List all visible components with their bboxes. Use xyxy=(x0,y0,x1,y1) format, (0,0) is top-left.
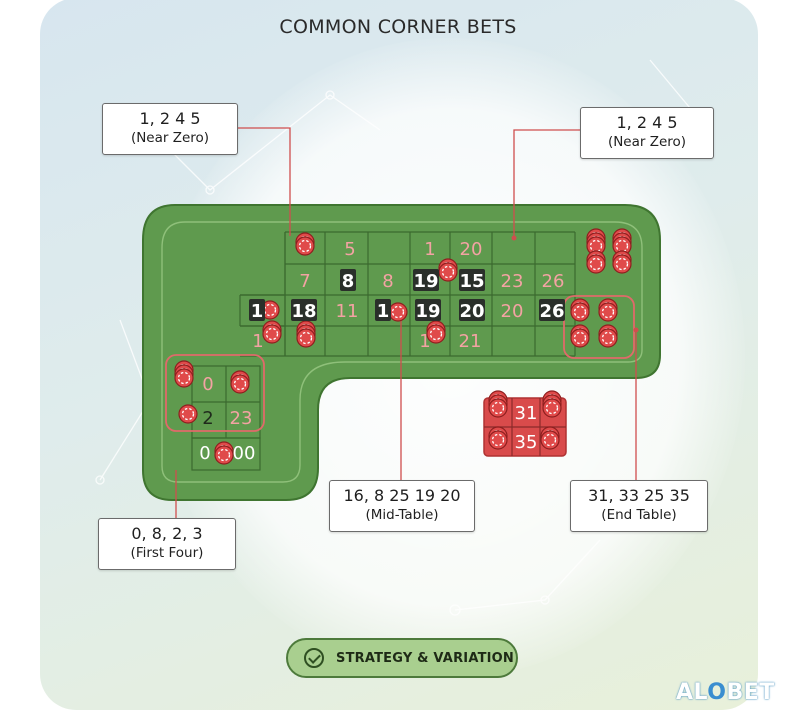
label-title: 0, 8, 2, 3 xyxy=(131,524,203,543)
table-number[interactable]: 1 xyxy=(419,331,430,352)
table-number[interactable]: 18 xyxy=(291,301,316,322)
label-subtitle: (End Table) xyxy=(601,507,677,523)
chips-layer xyxy=(174,228,632,465)
brand-part: BET xyxy=(726,680,775,705)
table-number[interactable]: 11 xyxy=(336,301,359,322)
table-number[interactable]: 0 xyxy=(199,443,210,464)
table-number[interactable]: 1 xyxy=(377,301,390,322)
table-number[interactable]: 5 xyxy=(344,239,355,260)
table-number[interactable]: 20 xyxy=(501,301,524,322)
number-cell-bg xyxy=(413,269,439,291)
first-four-highlight xyxy=(165,354,265,432)
decorative-network xyxy=(95,59,701,616)
connector-lines xyxy=(175,127,637,518)
chip xyxy=(488,398,508,418)
chip xyxy=(598,302,618,322)
table-number[interactable]: 21 xyxy=(459,331,482,352)
table-number[interactable]: 19 xyxy=(413,271,438,292)
table-number[interactable]: 8 xyxy=(382,271,393,292)
chip xyxy=(178,404,198,424)
chip xyxy=(612,254,632,274)
chip xyxy=(174,368,194,388)
chip xyxy=(598,328,618,348)
double-zero-box xyxy=(191,437,261,471)
table-number[interactable]: 23 xyxy=(501,271,524,292)
number-cell-bg xyxy=(340,269,356,291)
chip xyxy=(586,254,606,274)
label-title: 31, 33 25 35 xyxy=(588,486,690,505)
table-number[interactable]: 20 xyxy=(460,239,483,260)
chip xyxy=(214,445,234,465)
label-subtitle: (Near Zero) xyxy=(130,130,210,146)
table-number[interactable]: 15 xyxy=(459,271,484,292)
button-label: STRATEGY & VARIATION xyxy=(336,651,515,666)
table-number[interactable]: 7 xyxy=(299,271,310,292)
number-cell-bg xyxy=(375,299,391,321)
chip xyxy=(230,374,250,394)
chip xyxy=(296,328,316,348)
connector-dot xyxy=(633,327,639,333)
chip xyxy=(540,430,560,450)
chip xyxy=(488,430,508,450)
connector-dot xyxy=(511,235,517,241)
brand-accent: O xyxy=(707,680,727,705)
checkmark-icon xyxy=(304,648,324,668)
table-number[interactable]: 1 xyxy=(252,331,263,352)
number-cell-bg xyxy=(415,299,441,321)
chip xyxy=(438,262,458,282)
number-cell-bg xyxy=(459,269,485,291)
number-cell-bg xyxy=(249,299,265,321)
table-number[interactable]: 1 xyxy=(424,239,435,260)
table-number[interactable]: 1 xyxy=(251,301,264,322)
chip xyxy=(295,236,315,256)
number-cell-bg xyxy=(291,299,317,321)
table-number[interactable]: 23 xyxy=(230,408,253,429)
table-number[interactable]: 35 xyxy=(515,432,538,453)
table-felt-inner xyxy=(161,221,643,483)
end-table-highlight xyxy=(563,295,635,359)
label-title: 1, 2 4 5 xyxy=(139,109,201,128)
number-cell-bg xyxy=(539,299,565,321)
label-subtitle: (First Four) xyxy=(130,545,204,561)
table-number[interactable]: 19 xyxy=(415,301,440,322)
label-title: 16, 8 25 19 20 xyxy=(343,486,461,505)
table-number[interactable]: 26 xyxy=(539,301,564,322)
chip xyxy=(542,398,562,418)
brand-part: AL xyxy=(676,680,708,705)
table-number[interactable]: 31 xyxy=(515,403,538,424)
chip xyxy=(570,328,590,348)
label-subtitle: (Near Zero) xyxy=(607,134,687,150)
table-number[interactable]: 26 xyxy=(542,271,565,292)
label-near-zero-left: 1, 2 4 5 (Near Zero) xyxy=(102,103,238,155)
number-cell-bg xyxy=(459,299,485,321)
label-end-table: 31, 33 25 35 (End Table) xyxy=(570,480,708,532)
chip xyxy=(388,302,408,322)
table-number[interactable]: 20 xyxy=(459,301,484,322)
label-subtitle: (Mid-Table) xyxy=(365,507,439,523)
brand-logo: ALOBET xyxy=(676,680,775,705)
label-first-four: 0, 8, 2, 3 (First Four) xyxy=(98,518,236,570)
table-number[interactable]: 2 xyxy=(202,408,213,429)
chip xyxy=(262,324,282,344)
chip xyxy=(426,324,446,344)
strategy-variation-button[interactable]: STRATEGY & VARIATION xyxy=(286,638,518,678)
page-title: COMMON CORNER BETS xyxy=(279,16,517,38)
chip xyxy=(570,302,590,322)
label-title: 1, 2 4 5 xyxy=(616,113,678,132)
label-near-zero-right: 1, 2 4 5 (Near Zero) xyxy=(580,107,714,159)
label-mid-table: 16, 8 25 19 20 (Mid-Table) xyxy=(329,480,475,532)
table-number[interactable]: 0 xyxy=(202,374,213,395)
betting-grid xyxy=(239,231,576,357)
table-number[interactable]: 8 xyxy=(342,271,355,292)
table-number[interactable]: 00 xyxy=(233,443,256,464)
